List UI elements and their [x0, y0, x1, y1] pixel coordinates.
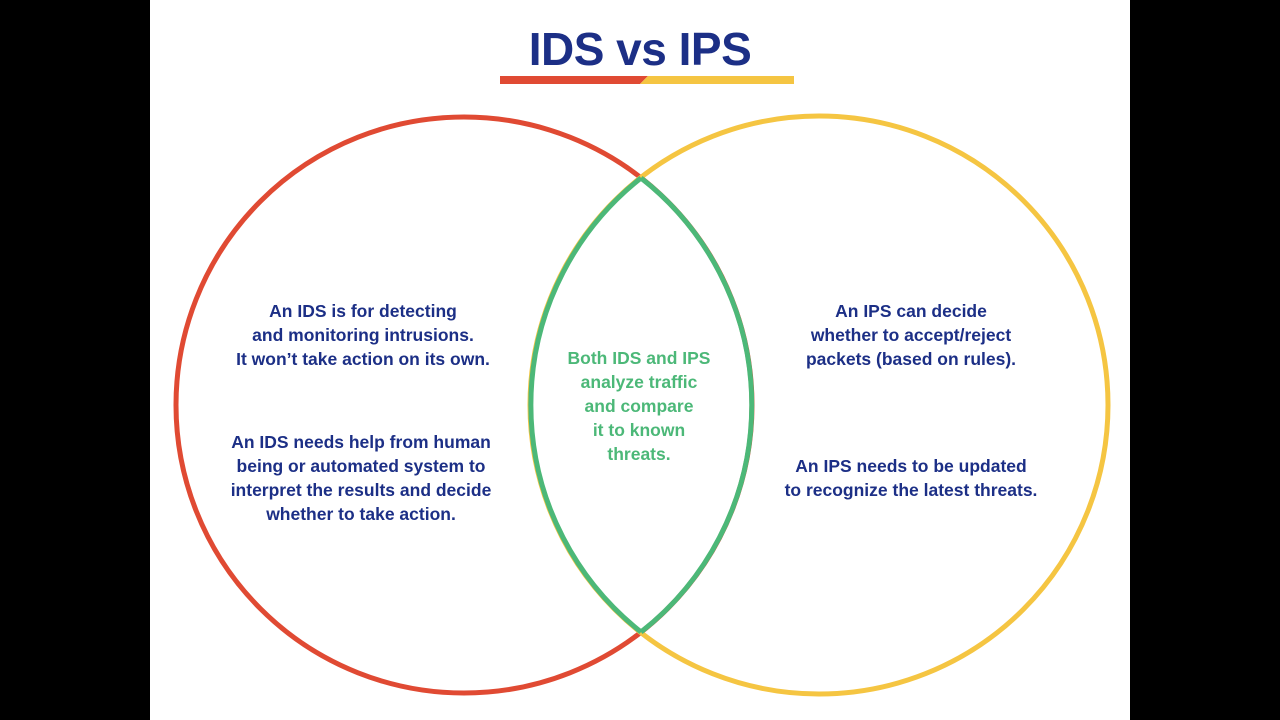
ips-text-1: An IPS can decide whether to accept/reje… [806, 299, 1016, 371]
text-line: An IPS needs to be updated [795, 456, 1027, 476]
both-text: Both IDS and IPS analyze traffic and com… [568, 346, 711, 466]
ids-text-1: An IDS is for detecting and monitoring i… [236, 299, 490, 371]
text-line: whether to accept/reject [810, 325, 1012, 345]
text-line: and compare [584, 396, 694, 416]
text-line: being or automated system to [236, 456, 486, 476]
text-line: It won’t take action on its own. [236, 349, 490, 369]
ips-text-2: An IPS needs to be updated to recognize … [785, 454, 1038, 502]
text-line: threats. [607, 444, 671, 464]
text-line: interpret the results and decide [230, 480, 492, 500]
overlap-right-edge [639, 176, 755, 634]
text-line: An IDS needs help from human [231, 432, 491, 452]
slide-background [150, 0, 1130, 720]
text-line: it to known [592, 420, 686, 440]
text-line: whether to take action. [266, 504, 456, 524]
text-line: An IDS is for detecting [269, 301, 457, 321]
page-title: IDS vs IPS [528, 23, 752, 75]
title-underline [500, 76, 794, 84]
ids-text-2: An IDS needs help from human being or au… [231, 430, 492, 526]
text-line: Both IDS and IPS [567, 348, 711, 368]
text-line: to recognize the latest threats. [784, 480, 1038, 500]
text-line: analyze traffic [580, 372, 698, 392]
underline-yellow [640, 76, 794, 84]
text-line: and monitoring intrusions. [252, 325, 474, 345]
underline-red [500, 76, 648, 84]
overlap-left-edge [528, 176, 643, 634]
text-line: packets (based on rules). [805, 349, 1017, 369]
text-line: An IPS can decide [835, 301, 987, 321]
